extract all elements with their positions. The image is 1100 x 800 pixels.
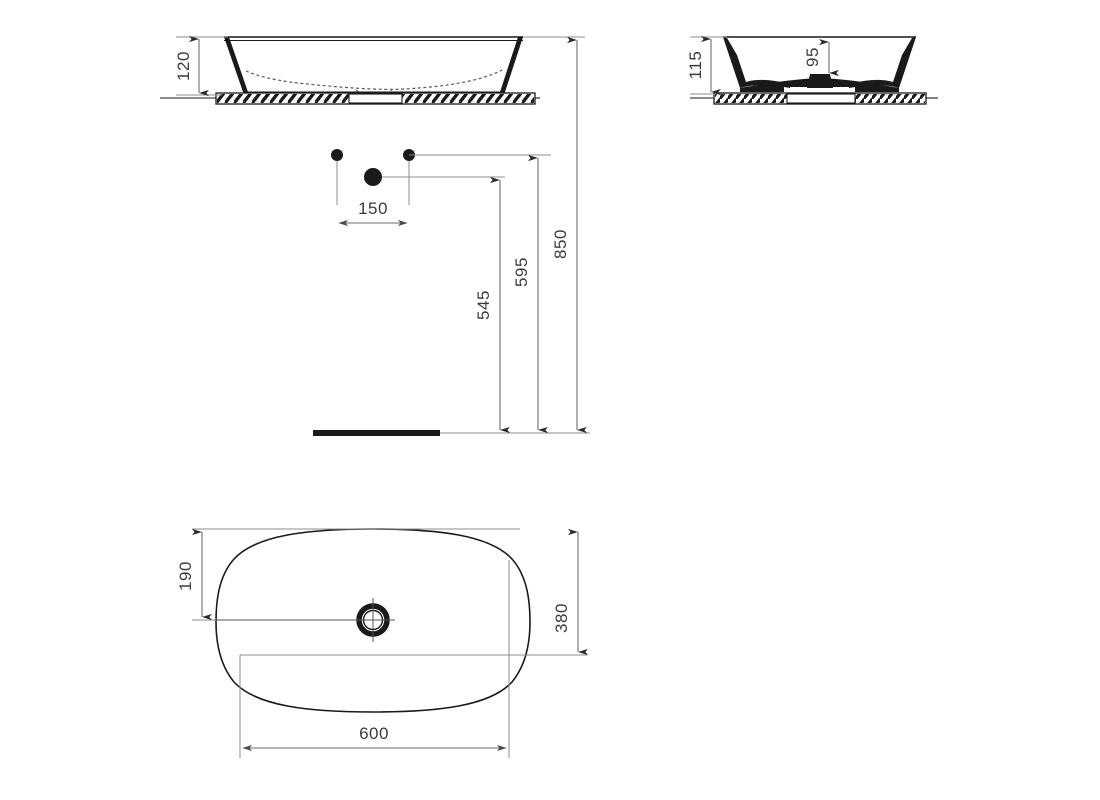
dimension-95: 95 xyxy=(803,38,839,77)
dimension-380: 380 xyxy=(552,528,588,656)
side-elevation-view: 115 95 xyxy=(686,35,938,105)
tap-hole-marker-left xyxy=(331,149,343,161)
floor-line xyxy=(313,430,590,436)
dimension-600: 600 xyxy=(242,724,507,752)
dimension-150-label: 150 xyxy=(358,199,388,218)
dimension-120: 120 xyxy=(174,35,228,97)
drain-outlet-marker xyxy=(364,168,382,186)
dimension-115: 115 xyxy=(686,35,727,96)
front-elevation-view: 120 xyxy=(160,35,540,105)
dimension-600-label: 600 xyxy=(359,724,389,743)
dimension-190: 190 xyxy=(176,528,212,621)
plan-view: 190 380 600 xyxy=(176,528,588,758)
installation-height-diagram: 150 545 595 850 xyxy=(313,36,590,436)
dimension-115-label: 115 xyxy=(686,51,705,80)
dimension-595: 595 xyxy=(512,154,548,434)
drain-hole-plan xyxy=(351,598,395,642)
dimension-850-label: 850 xyxy=(551,229,570,259)
basin-right-wall xyxy=(500,37,523,92)
dimension-95-label: 95 xyxy=(803,47,822,67)
countertop-section-front xyxy=(160,92,540,105)
dimension-545-label: 545 xyxy=(474,290,493,320)
dimension-150: 150 xyxy=(338,199,408,227)
dimension-190-label: 190 xyxy=(176,561,195,591)
dimension-120-label: 120 xyxy=(174,51,193,81)
dimension-380-label: 380 xyxy=(552,603,571,633)
basin-side-section xyxy=(723,37,790,88)
basin-left-wall xyxy=(224,37,248,92)
countertop-section-side xyxy=(690,92,938,105)
dimension-850: 850 xyxy=(523,36,587,434)
dimension-595-label: 595 xyxy=(512,257,531,287)
basin-front-outline xyxy=(224,36,523,93)
basin-plan-outline xyxy=(215,528,531,713)
dimension-545: 545 xyxy=(474,176,510,434)
